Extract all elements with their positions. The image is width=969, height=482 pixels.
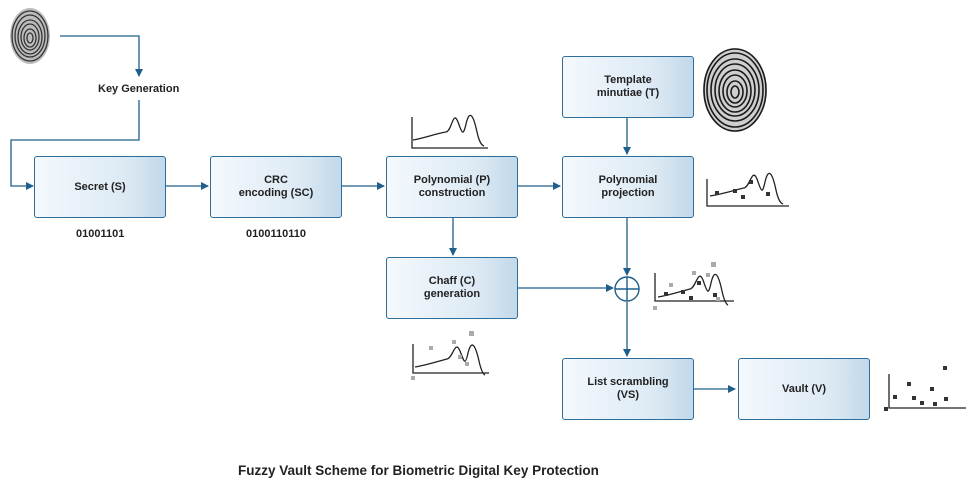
arrow-fingerprint-to-keygen [60,35,143,77]
polynomial-construction-box-label: Polynomial (P) construction [413,174,491,199]
key-generation-label: Key Generation [98,83,180,95]
xor-icon [614,276,640,302]
vault-plot [884,366,966,411]
list-scrambling-box-label: List scrambling (VS) [587,376,669,401]
crc-bits-label: 0100110110 [246,228,306,240]
crc-encoding-box[interactable]: CRC encoding (SC) [210,156,342,218]
diagram-caption: Fuzzy Vault Scheme for Biometric Digital… [238,463,599,478]
polynomial-projection-box[interactable]: Polynomial projection [562,156,694,218]
fingerprint-icon [703,48,767,132]
chaff-plot [411,331,489,380]
chaff-generation-box-label: Chaff (C) generation [423,275,481,300]
polynomial-plot [411,114,488,149]
vault-box[interactable]: Vault (V) [738,358,870,420]
projection-plot [706,172,789,207]
crc-encoding-box-label: CRC encoding (SC) [238,174,314,199]
list-scrambling-box[interactable]: List scrambling (VS) [562,358,694,420]
secret-bits-label: 01001101 [76,228,125,240]
template-minutiae-box-label: Template minutiae (T) [596,74,660,99]
polynomial-projection-box-label: Polynomial projection [598,174,658,199]
arrow-keygen-to-secret [10,100,140,190]
vault-box-label: Vault (V) [781,382,826,395]
polynomial-construction-box[interactable]: Polynomial (P) construction [386,156,518,218]
xor-plot [653,262,734,310]
fingerprint-icon [10,8,50,64]
template-minutiae-box[interactable]: Template minutiae (T) [562,56,694,118]
secret-box[interactable]: Secret (S) [34,156,166,218]
secret-box-label: Secret (S) [74,180,126,193]
chaff-generation-box[interactable]: Chaff (C) generation [386,257,518,319]
